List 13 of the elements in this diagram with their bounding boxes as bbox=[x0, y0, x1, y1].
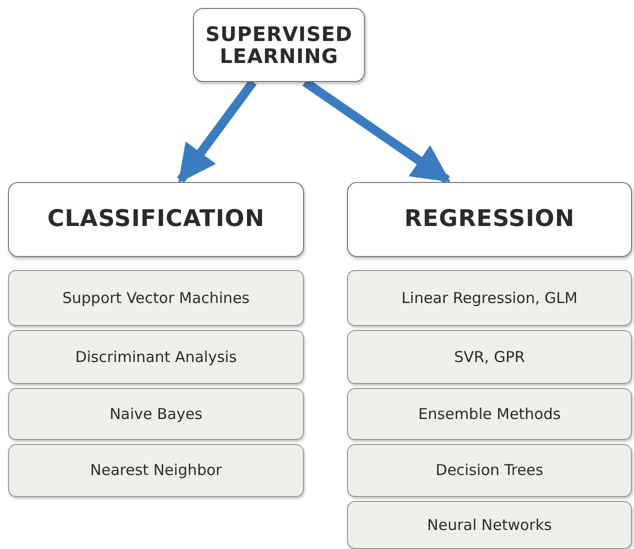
method-box: Neural Networks bbox=[347, 501, 632, 549]
heading-box: SUPERVISED LEARNING bbox=[193, 8, 365, 82]
method-box: Naive Bayes bbox=[8, 388, 304, 440]
method-box: Linear Regression, GLM bbox=[347, 270, 632, 326]
method-box: Nearest Neighbor bbox=[8, 444, 304, 497]
heading-box: CLASSIFICATION bbox=[8, 182, 304, 257]
method-box: Discriminant Analysis bbox=[8, 330, 304, 384]
heading-box: REGRESSION bbox=[347, 182, 632, 257]
method-box: SVR, GPR bbox=[347, 330, 632, 384]
arrow bbox=[176, 79, 257, 184]
method-box: Support Vector Machines bbox=[8, 270, 304, 326]
method-box: Decision Trees bbox=[347, 444, 632, 497]
method-box: Ensemble Methods bbox=[347, 388, 632, 440]
